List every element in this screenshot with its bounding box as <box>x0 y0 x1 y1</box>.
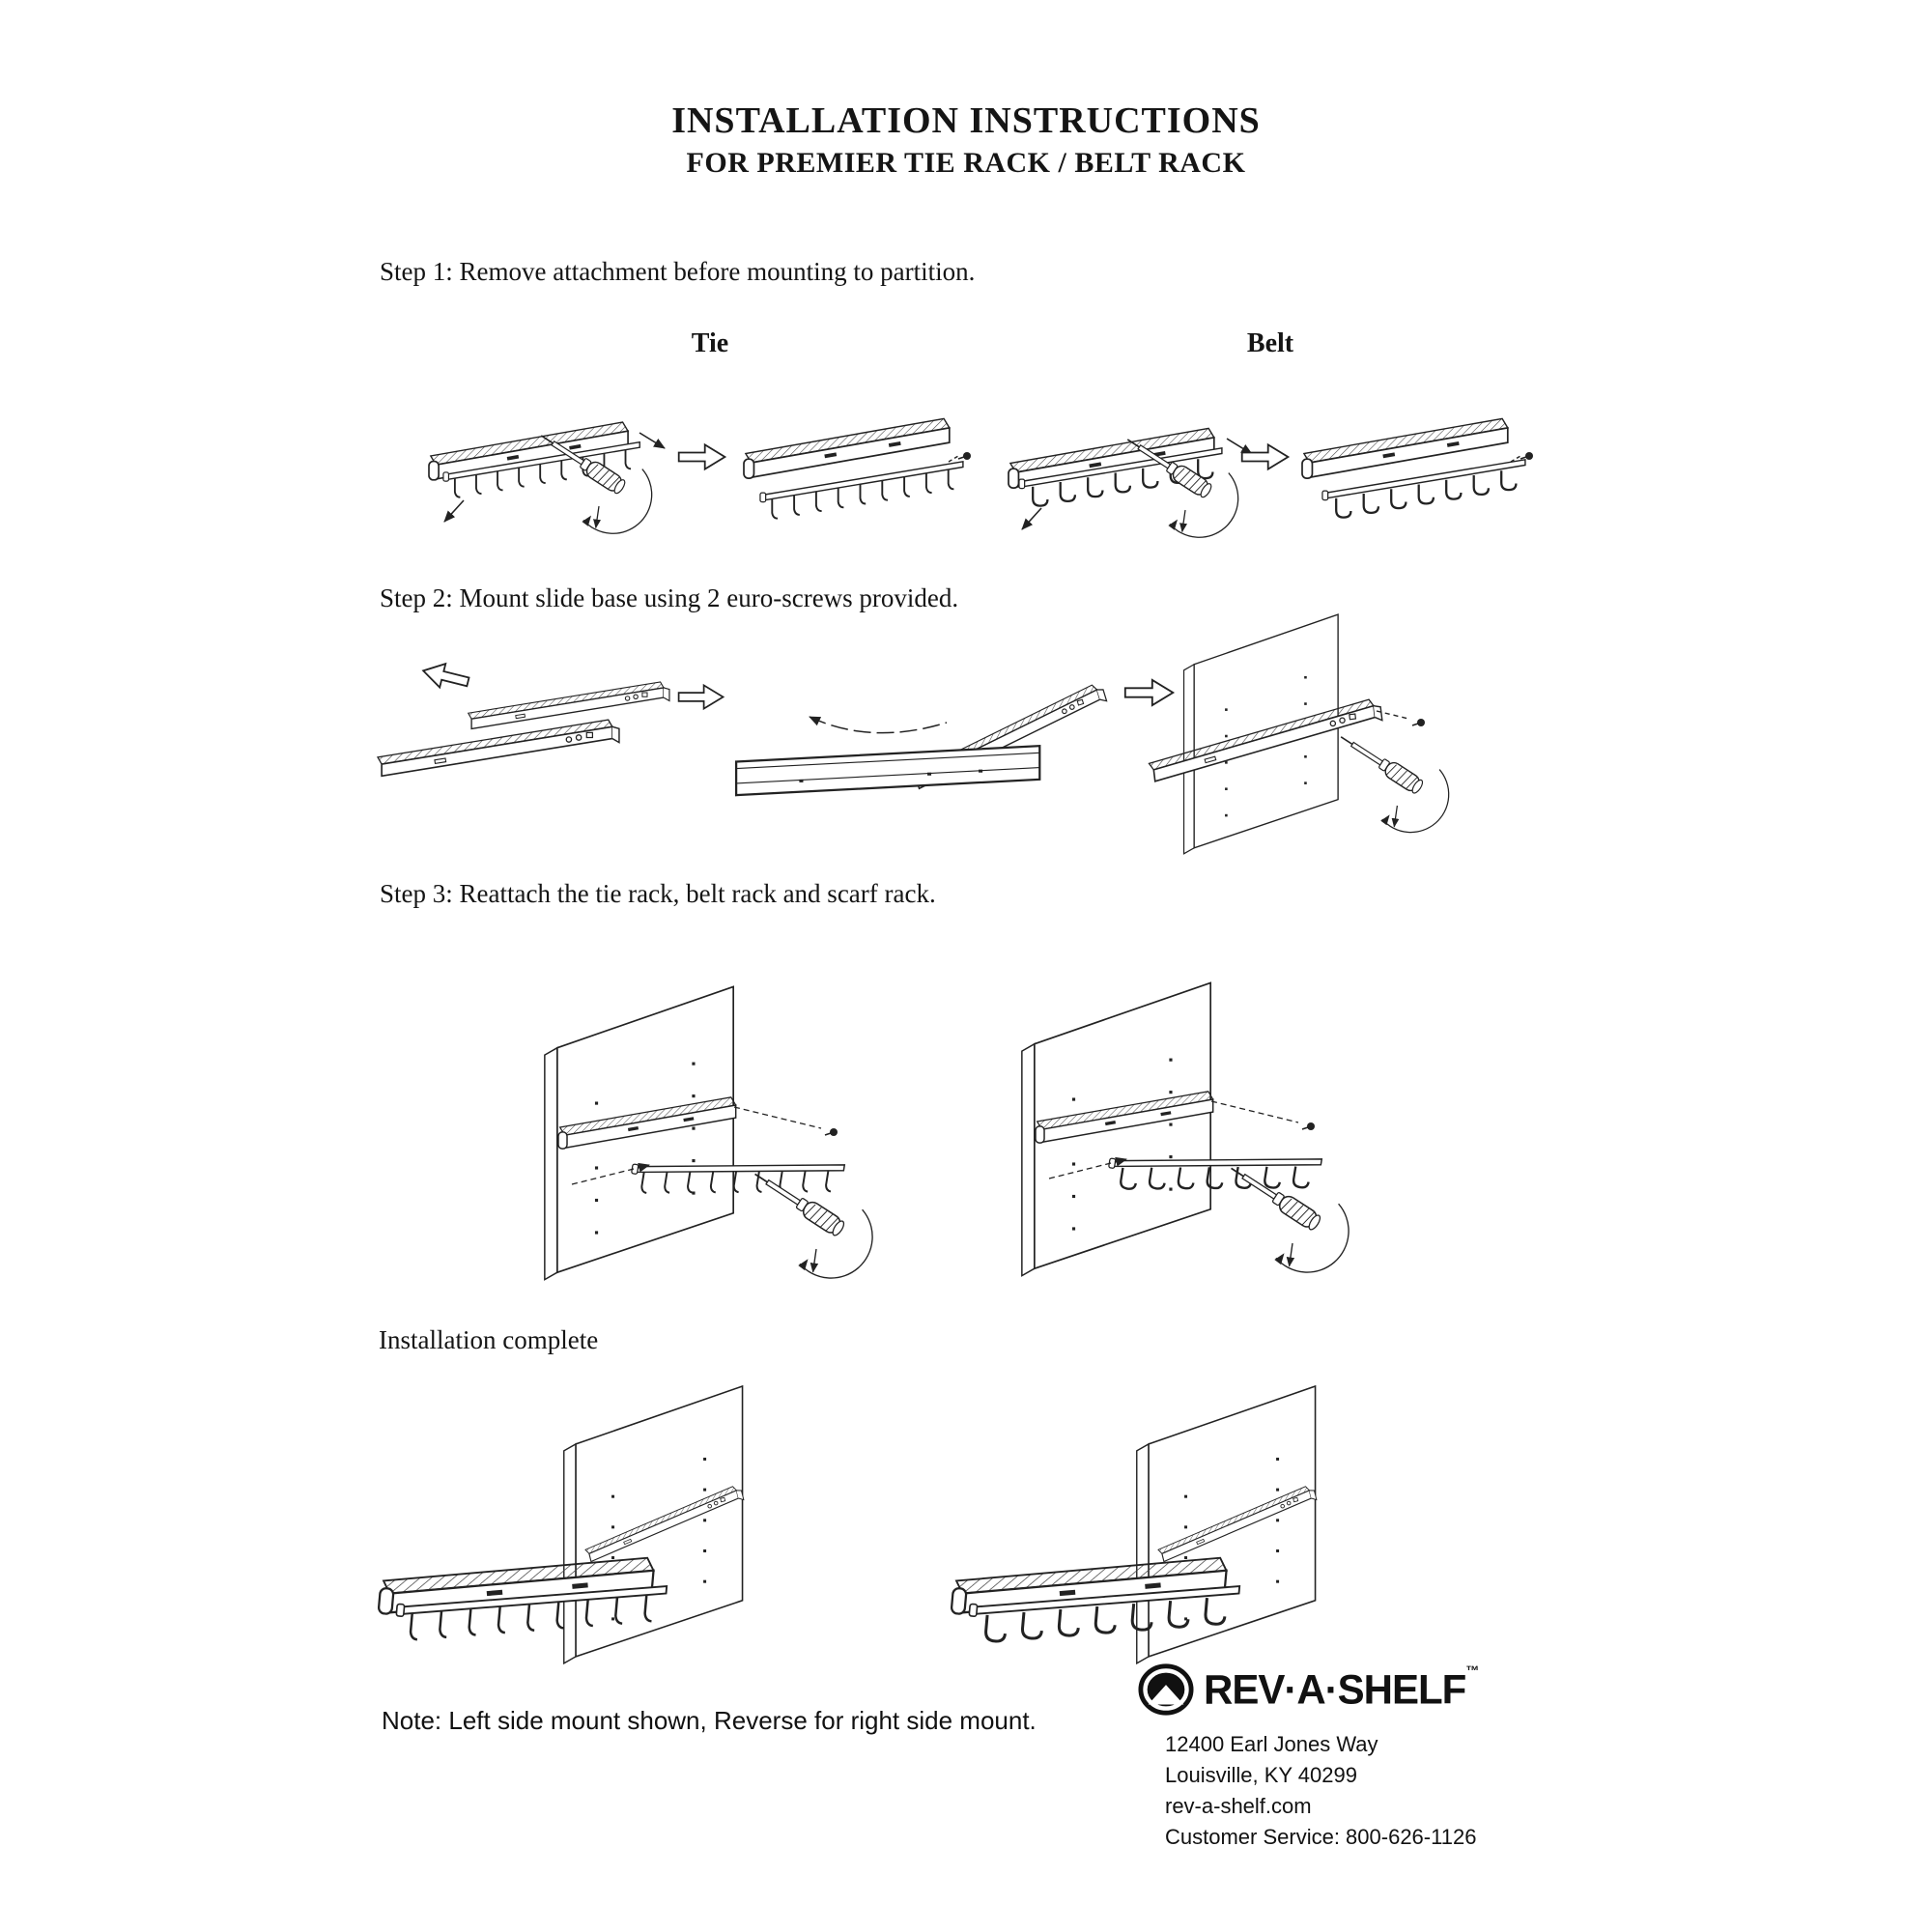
step-3-text: Step 3: Reattach the tie rack, belt rack… <box>380 879 936 908</box>
screw-guide-line <box>948 455 959 463</box>
transition-arrow-icon <box>676 440 728 474</box>
slide-mount-to-partition-illustration <box>1144 607 1471 863</box>
slide-inner-member-drawing <box>468 681 670 730</box>
tie-column-label: Tie <box>691 328 729 358</box>
website-text: rev-a-shelf.com <box>1165 1794 1312 1818</box>
mounting-note: Note: Left side mount shown, Reverse for… <box>382 1706 1037 1735</box>
step-2-text: Step 2: Mount slide base using 2 euro-sc… <box>380 583 959 612</box>
tie-rack-unscrew-illustration <box>423 379 694 553</box>
belt-rack-detached-illustration <box>1294 386 1536 551</box>
customer-service-text: Customer Service: 800-626-1126 <box>1165 1825 1477 1849</box>
screw-guide-line <box>1376 710 1409 720</box>
euro-screw-icon <box>824 1127 838 1137</box>
screw-guide-line <box>1510 455 1521 463</box>
page-subtitle: FOR PREMIER TIE RACK / BELT RACK <box>686 147 1246 179</box>
installation-complete-text: Installation complete <box>379 1325 599 1354</box>
brand-text: REV·A·SHELF <box>1204 1665 1466 1713</box>
slide-outer-member-drawing <box>377 719 620 778</box>
reattach-tie-rack-illustration <box>533 974 869 1283</box>
footer-address-block: 12400 Earl Jones Way Louisville, KY 4029… <box>1165 1729 1476 1853</box>
brand-trademark: ™ <box>1465 1662 1480 1679</box>
screwdriver-icon <box>750 1167 872 1278</box>
tie-rack-detached-illustration <box>734 383 976 552</box>
euro-screw-icon <box>1411 718 1426 727</box>
rev-a-shelf-logo-icon <box>1136 1662 1196 1718</box>
swing-down-arrow-icon <box>809 716 948 734</box>
remove-direction-arrow-icon <box>1021 507 1042 530</box>
pull-direction-arrow-icon <box>419 658 472 696</box>
euro-screw-icon <box>1520 451 1534 461</box>
slide-attach-to-base-illustration <box>717 624 1117 827</box>
slide-base-drawing <box>734 745 1041 797</box>
euro-screw-icon <box>1301 1122 1316 1131</box>
step-1-text: Step 1: Remove attachment before mountin… <box>380 257 976 286</box>
page-title: INSTALLATION INSTRUCTIONS <box>671 100 1261 141</box>
belt-rack-unscrew-illustration <box>1003 383 1283 556</box>
screw-guide-line <box>571 1162 650 1185</box>
remove-direction-arrow-icon <box>639 432 666 449</box>
address-line-2: Louisville, KY 40299 <box>1165 1763 1357 1787</box>
screw-guide-line <box>1048 1156 1127 1179</box>
screwdriver-icon <box>1226 1161 1349 1272</box>
address-line-1: 12400 Earl Jones Way <box>1165 1732 1378 1756</box>
complete-belt-rack-illustration <box>950 1376 1330 1665</box>
remove-direction-arrow-icon <box>443 499 465 523</box>
screwdriver-icon <box>1336 730 1448 833</box>
reattach-belt-rack-illustration <box>1012 970 1349 1279</box>
remove-direction-arrow-icon <box>1226 438 1253 455</box>
brand-wordmark: REV·A·SHELF™ <box>1204 1662 1479 1713</box>
euro-screw-icon <box>957 451 972 461</box>
slide-extend-illustration <box>370 620 694 813</box>
screw-guide-line <box>733 1106 822 1129</box>
screw-guide-line <box>1210 1100 1299 1123</box>
belt-column-label: Belt <box>1246 328 1294 358</box>
complete-tie-rack-illustration <box>377 1376 757 1665</box>
transition-arrow-icon <box>1239 440 1292 474</box>
